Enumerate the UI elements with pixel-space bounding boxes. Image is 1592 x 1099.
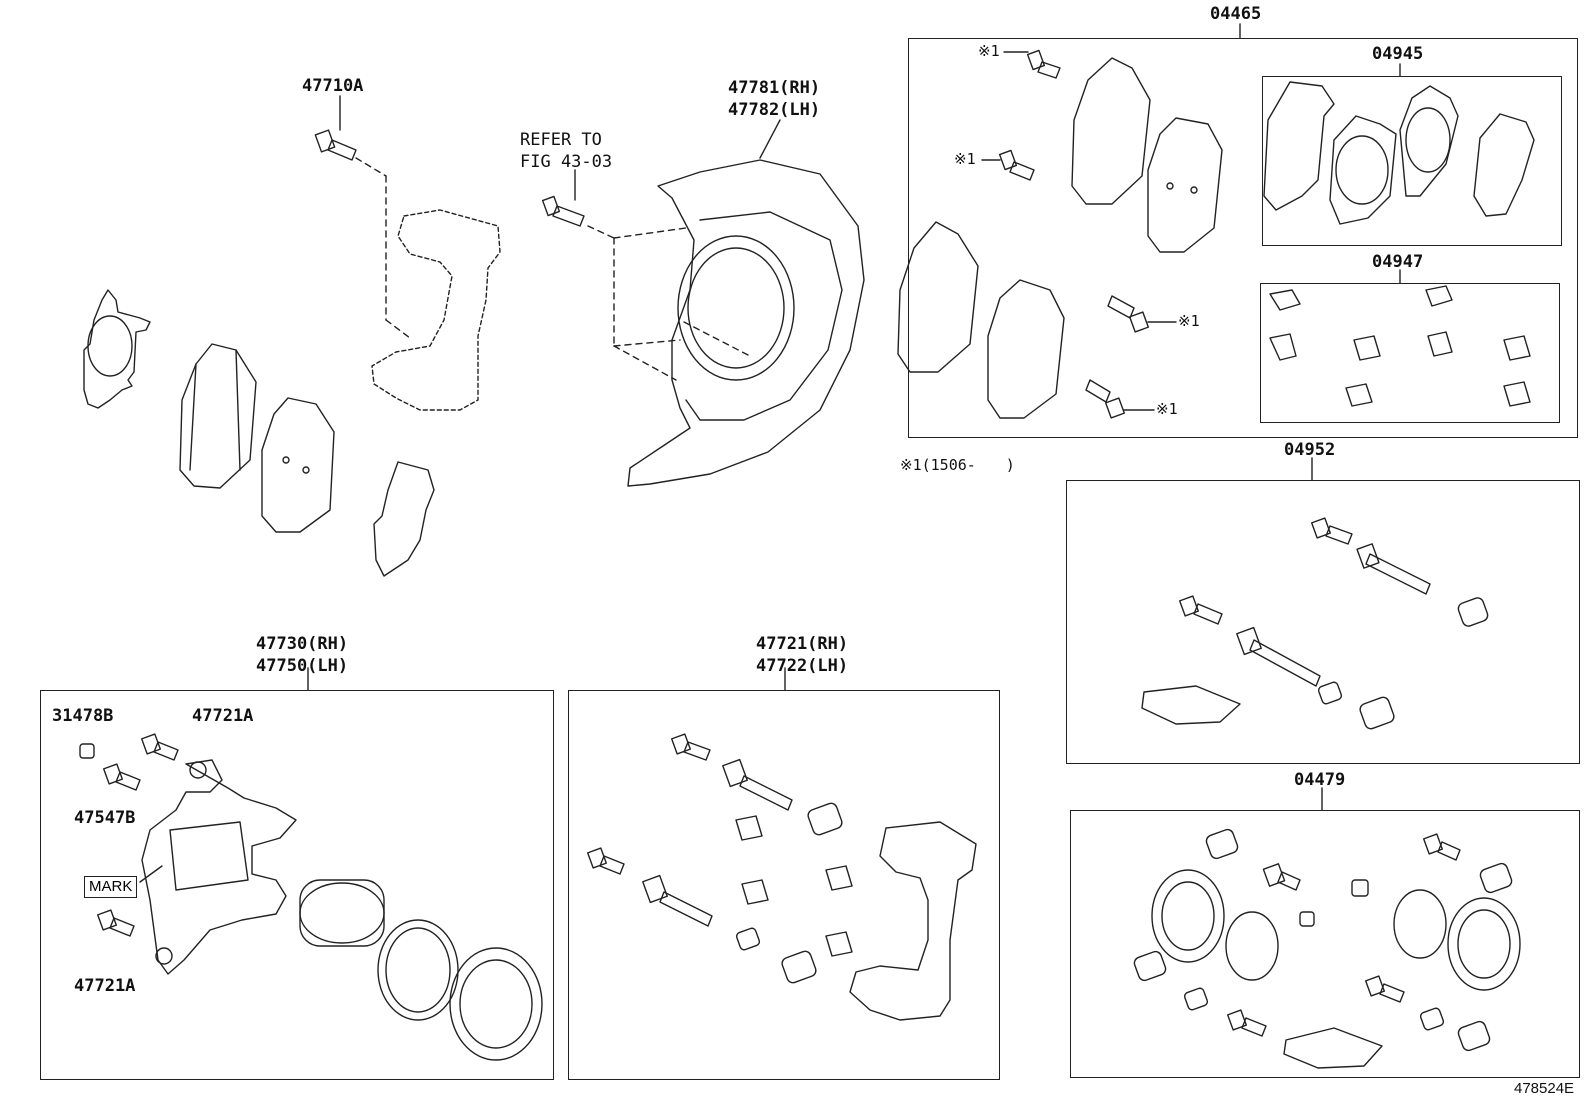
disc-shield-hub-inner (687, 247, 785, 369)
leader-mark (139, 865, 163, 883)
mark-label: MARK (84, 876, 138, 898)
seal-kit-04479 (1133, 828, 1521, 1069)
box-47721 (568, 690, 1000, 1080)
mounting-bracket-dashed (371, 209, 501, 411)
label-04952: 04952 (1284, 440, 1336, 460)
label-04479: 04479 (1294, 770, 1346, 790)
label-47721A-bottom: 47721A (74, 976, 136, 996)
label-47721A-top: 47721A (192, 706, 254, 726)
box-04465 (908, 38, 1578, 438)
figure-id: 478524E (1514, 1080, 1575, 1097)
leader-47781 (759, 119, 781, 159)
bolt-47710A (314, 129, 357, 161)
caliper-bracket-assembly (586, 733, 977, 1021)
pad-left-1-edge (189, 349, 241, 471)
shim-kit-04945 (1263, 81, 1535, 225)
label-04465: 04465 (1210, 4, 1262, 24)
label-04947: 04947 (1372, 252, 1424, 272)
label-refer-line2: FIG 43-03 (520, 152, 613, 172)
pad-left-2 (261, 397, 335, 533)
box-04947 (1260, 283, 1560, 423)
pad-left-2-hole-b (302, 466, 310, 474)
bolt-refer (541, 195, 585, 227)
label-04945: 04945 (1372, 44, 1424, 64)
shim-left-window (87, 315, 133, 377)
box-04945 (1262, 76, 1562, 246)
label-47782: 47782(LH) (728, 100, 821, 120)
dashed-guide-bracket (355, 157, 411, 339)
disc-shield-hub (677, 235, 795, 381)
pad-left-1 (179, 343, 257, 489)
label-refer-line1: REFER TO (520, 130, 602, 150)
guide-pin-kit-04952 (1141, 517, 1489, 730)
clip-kit-04947 (1269, 285, 1531, 407)
label-47547B: 47547B (74, 808, 136, 828)
label-31478B: 31478B (52, 706, 114, 726)
pad-kit-pads (897, 57, 1223, 419)
box-04479 (1070, 810, 1580, 1078)
label-47781: 47781(RH) (728, 78, 821, 98)
asterisk-marker-4: ※1 (1156, 400, 1178, 418)
asterisk-note: ※1(1506- ) (900, 456, 1015, 474)
asterisk-marker-3: ※1 (1178, 312, 1200, 330)
asterisk-marker-2: ※1 (954, 150, 976, 168)
box-04952 (1066, 480, 1580, 764)
box-47730 (40, 690, 554, 1080)
caliper-assembly (79, 733, 543, 1061)
asterisk-marker-1: ※1 (978, 42, 1000, 60)
label-47750: 47750(LH) (256, 656, 349, 676)
label-47730: 47730(RH) (256, 634, 349, 654)
pad-kit-bolts (998, 49, 1150, 419)
label-47721: 47721(RH) (756, 634, 849, 654)
label-47710A: 47710A (302, 76, 364, 96)
shim-left (83, 289, 151, 409)
disc-dust-shield (627, 159, 865, 487)
pad-left-2-hole-a (282, 456, 290, 464)
asterisk-leaders (981, 51, 1177, 411)
shim-right-small (373, 461, 435, 577)
disc-shield-inner (685, 211, 843, 421)
label-47722: 47722(LH) (756, 656, 849, 676)
dashed-guide-shield (587, 225, 751, 381)
